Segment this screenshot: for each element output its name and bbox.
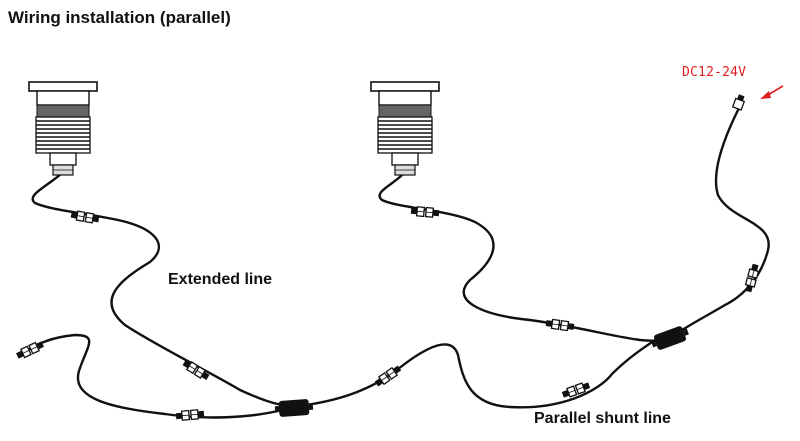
splitter-box-icon (274, 398, 314, 418)
diagram-title: Wiring installation (parallel) (8, 8, 231, 27)
parallel-shunt-line-label: Parallel shunt line (534, 410, 671, 427)
red-arrow-icon (760, 85, 784, 99)
power-input-label: DC12-24V (682, 65, 747, 80)
waterproof-connector-icon (69, 209, 101, 225)
power-plug-icon (731, 94, 746, 111)
waterproof-connector-icon (743, 262, 761, 294)
wire-lamp2 (378, 170, 660, 342)
waterproof-connector-icon (175, 408, 205, 422)
waterproof-connector-icon (560, 380, 592, 400)
wire-shunt-main (304, 336, 660, 409)
wire-left-branch (18, 333, 284, 419)
extended-line-label: Extended line (168, 271, 273, 288)
recessed-led-light-icon (370, 81, 440, 176)
recessed-led-light-icon (28, 81, 98, 176)
wire-power-feed (680, 106, 770, 332)
wire-lamp1-extended (31, 170, 284, 407)
